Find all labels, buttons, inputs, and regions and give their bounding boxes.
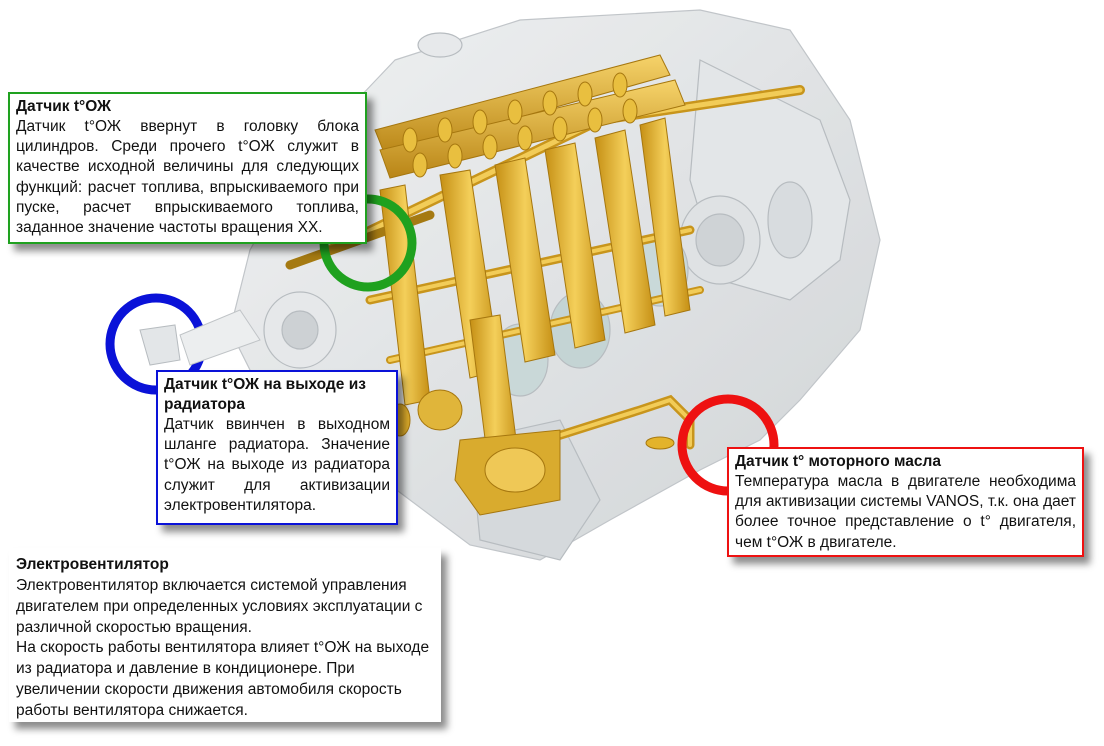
electric-fan-text-2: На скорость работы вентилятора влияет t°… (16, 639, 430, 719)
oil-channels (379, 117, 691, 479)
radiator-outlet-sensor-callout: Датчик t°ОЖ на выходе из радиатора Датчи… (156, 370, 398, 525)
camshaft (374, 54, 686, 179)
coolant-sensor-text: Датчик t°ОЖ ввернут в головку блока цили… (16, 118, 359, 237)
electric-fan-text: Электровентилятор включается системой уп… (16, 576, 435, 722)
coolant-sensor-callout: Датчик t°ОЖ Датчик t°ОЖ ввернут в головк… (8, 92, 367, 244)
oil-temp-sensor-title: Датчик t° моторного масла (735, 453, 942, 470)
coolant-sensor-title: Датчик t°ОЖ (16, 98, 112, 115)
radiator-outlet-sensor-title: Датчик t°ОЖ на выходе из радиатора (164, 376, 366, 413)
electric-fan-text-1: Электровентилятор включается системой уп… (16, 577, 423, 636)
oil-temp-sensor-callout: Датчик t° моторного масла Температура ма… (727, 447, 1084, 557)
electric-fan-title: Электровентилятор (16, 556, 169, 573)
oil-temp-sensor-text: Температура масла в двигателе необходима… (735, 473, 1076, 551)
electric-fan-callout: Электровентилятор Электровентилятор вклю… (9, 548, 441, 722)
radiator-outlet-sensor (139, 309, 261, 366)
radiator-outlet-sensor-text: Датчик ввинчен в выходном шланге радиато… (164, 416, 390, 514)
